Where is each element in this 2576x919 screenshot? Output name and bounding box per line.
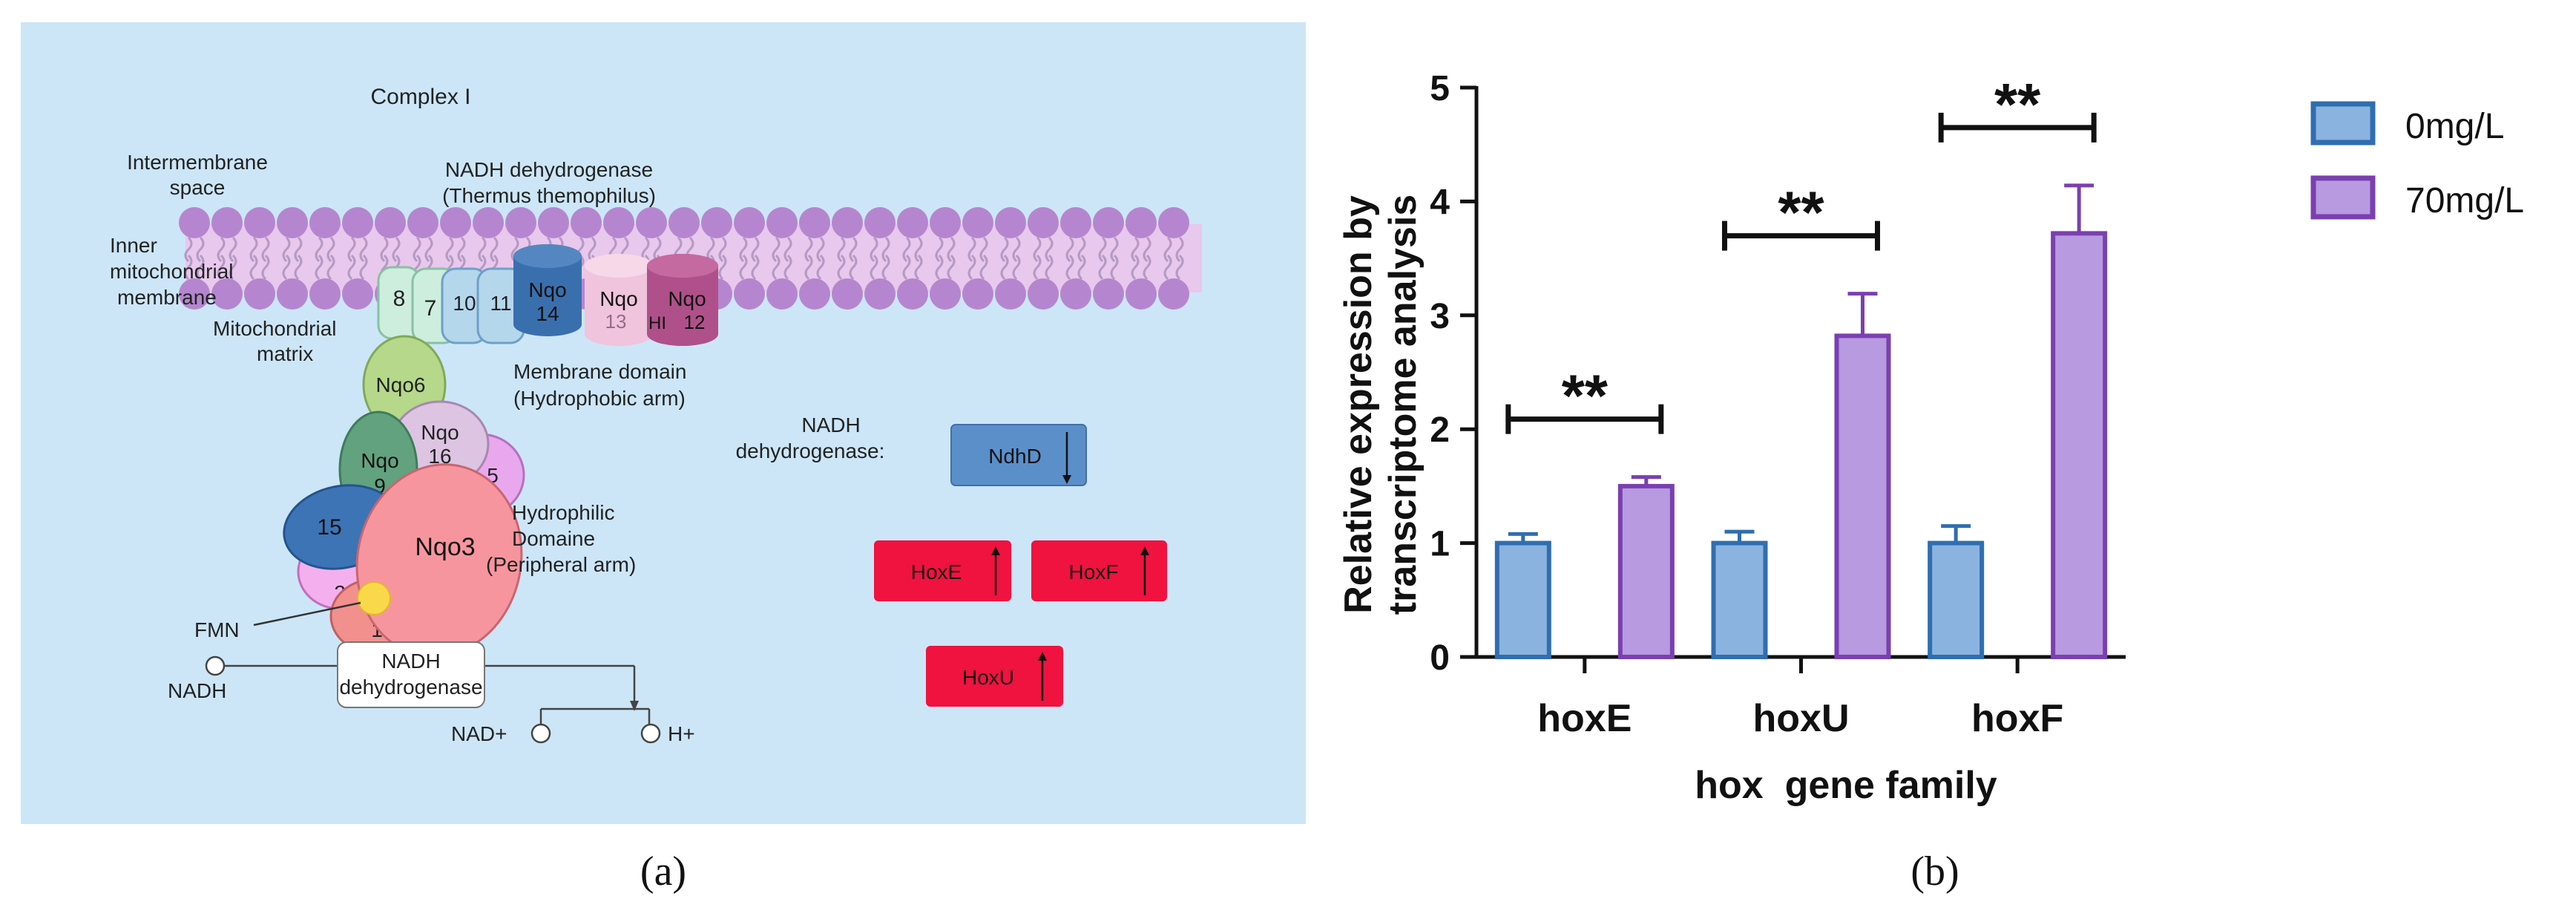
matrix-label-1: Mitochondrial [213,317,337,340]
fmn-pointer [253,601,361,627]
nad-plus-label: NAD+ [451,722,507,745]
membrane-domain-label-2: (Hydrophobic arm) [513,387,686,410]
complex-title: Complex I [370,85,470,109]
subunit-nqo12-label-2: 12 [684,311,706,333]
intermembrane-label-2: space [170,176,226,199]
legend: 0mg/L 70mg/L [2310,101,2524,220]
ndhd-box: NdhD [950,424,1087,486]
legend-item-control: 0mg/L [2310,101,2504,146]
h-plus-label: H+ [668,722,695,745]
chart-axes: 0 1 2 3 4 5 hoxE hoxU hoxF [1430,69,2126,740]
subunit-10-label: 10 [453,292,476,315]
legend-label-control: 0mg/L [2405,107,2504,146]
subunit-nqo13-label-2: 13 [605,310,627,333]
hydrophilic-label-2: Domaine [512,527,595,550]
panel-b: 0 1 2 3 4 5 hoxE hoxU hoxF ** ** ** Relative expr… [1337,69,2524,895]
nadh-box-line-2: dehydrogenase [339,676,482,699]
bar-hoxE-series-1 [1617,483,1675,660]
inner-membrane-label-3: membrane [117,286,217,309]
panel-b-caption: (b) [1910,848,1959,895]
inner-membrane-label-1: Inner [110,234,157,257]
ndhd-caption-1: NADH [801,413,860,436]
nadh-reaction: NADH dehydrogenase [205,641,661,744]
x-tick-label-hoxE: hoxE [1537,697,1632,740]
nadh-dh-title-2: (Thermus themophilus) [442,184,656,207]
fmn-cofactor [357,581,391,615]
nadh-dh-title-1: NADH dehydrogenase [445,158,653,181]
y-tick-label: 0 [1430,638,1450,678]
bar-hoxU-series-0 [1711,540,1768,659]
nadh-box-line-1: NADH [381,650,440,673]
subunit-nqo3-label: Nqo3 [415,533,475,561]
hoxu-label: HoxU [962,666,1014,689]
subunit-nqo13-label-1: Nqo [599,287,637,310]
bar-hoxF-series-1 [2051,231,2108,659]
x-axis-title: hox gene family [1695,764,1997,807]
y-tick-label: 5 [1430,69,1450,108]
membrane-domain-label-1: Membrane domain [513,360,686,383]
bar-hoxF-series-0 [1928,540,1985,659]
significance-markers: ** ** ** [1505,71,2097,434]
x-tick-label-hoxF: hoxF [1971,697,2063,740]
subunit-nqo14-label-2: 14 [536,302,559,325]
ndhd-label: NdhD [988,445,1042,468]
panel-a: 8 7 10 11 Nqo 14 Nqo 13 HI [21,22,1306,895]
inner-membrane-label-2: mitochondrial [110,260,234,283]
hydrophilic-label-3: (Peripheral arm) [486,553,636,576]
legend-item-treated: 70mg/L [2310,175,2524,220]
significance-stars-hoxU: ** [1778,180,1824,246]
hydrophilic-label-1: Hydrophilic [512,501,615,524]
y-axis-title-2: transcriptome analysis [1381,194,1425,615]
subunit-nqo3: Nqo3 [355,463,523,658]
subunit-nqo14-label-1: Nqo [528,278,566,301]
y-axis-title-1: Relative expression by [1337,195,1380,614]
subunit-nqo6-label: Nqo6 [376,373,426,396]
y-tick-label: 3 [1430,297,1450,336]
subunit-nqo9-label-1: Nqo [361,449,398,472]
y-tick-label: 1 [1430,525,1450,564]
nadh-label: NADH [168,679,226,702]
x-tick-label-hoxU: hoxU [1753,697,1850,740]
y-tick-label: 2 [1430,411,1450,450]
hoxu-box: HoxU [926,646,1063,707]
subunit-11-label: 11 [490,292,511,315]
subunit-nqo14: Nqo 14 [513,244,582,336]
y-tick-label: 4 [1430,183,1450,222]
bar-hoxU-series-1 [1834,333,1891,659]
panel-a-caption: (a) [640,848,686,895]
subunit-7-label: 7 [424,296,437,321]
ndhd-caption-2: dehydrogenase: [736,439,885,462]
hoxe-label: HoxE [911,560,962,583]
significance-stars-hoxF: ** [1994,71,2041,137]
subunit-15-label: 15 [317,515,341,540]
chart-bars [1494,183,2108,660]
subunit-8-label: 8 [393,287,406,311]
fmn-label: FMN [194,618,240,641]
hoxf-label: HoxF [1069,560,1119,583]
subunit-nqo16-label-1: Nqo [421,421,459,444]
significance-stars-hoxE: ** [1562,363,1609,429]
nadh-dehydrogenase-box [337,641,485,708]
bar-hoxE-series-0 [1494,540,1551,659]
subunit-nqo12: HI Nqo 12 [647,254,718,346]
subunit-nqo13: Nqo 13 [585,254,653,346]
hoxf-box: HoxF [1031,540,1167,601]
subunit-hi-label: HI [648,313,666,333]
intermembrane-label-1: Intermembrane [127,151,268,174]
legend-label-treated: 70mg/L [2405,181,2524,220]
subunit-nqo12-label-1: Nqo [668,287,706,310]
matrix-label-2: matrix [257,342,313,365]
hoxe-box: HoxE [874,540,1011,601]
diagram-background [21,22,1306,824]
subunit-10: 10 [441,267,488,344]
